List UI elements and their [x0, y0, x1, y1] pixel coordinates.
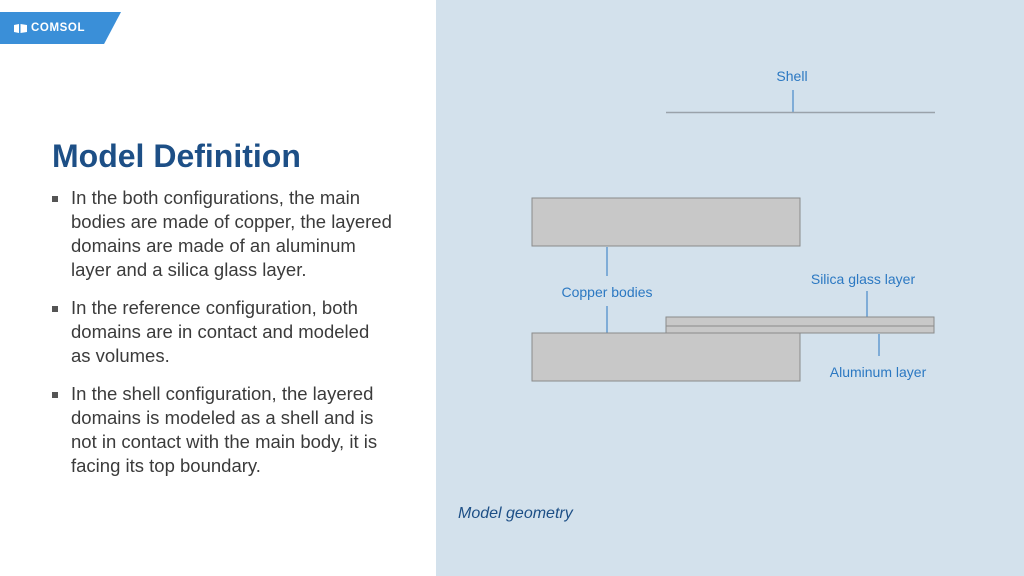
bullet-item: In the both configurations, the main bod…: [52, 186, 392, 282]
shell-label: Shell: [776, 68, 807, 84]
comsol-logo-icon: [14, 23, 27, 33]
upper-copper-body: [531, 197, 801, 247]
logo-banner: [0, 12, 121, 44]
copper-bodies-label: Copper bodies: [561, 284, 652, 300]
aluminum-layer-label: Aluminum layer: [830, 364, 927, 380]
logo-text: COMSOL: [31, 22, 86, 34]
comsol-logo[interactable]: COMSOL: [14, 22, 85, 34]
silica-glass-layer: [665, 316, 935, 327]
lower-copper-body: [531, 332, 801, 382]
bullet-list: In the both configurations, the main bod…: [52, 186, 392, 492]
aluminum-layer: [665, 325, 935, 334]
diagram-caption: Model geometry: [458, 505, 573, 522]
bullet-item: In the shell configuration, the layered …: [52, 382, 392, 478]
silica-glass-label: Silica glass layer: [811, 271, 916, 287]
slide-title: Model Definition: [52, 138, 301, 174]
diagram-panel: [436, 0, 1024, 576]
text-panel: [0, 0, 436, 576]
bullet-item: In the reference configuration, both dom…: [52, 296, 392, 368]
